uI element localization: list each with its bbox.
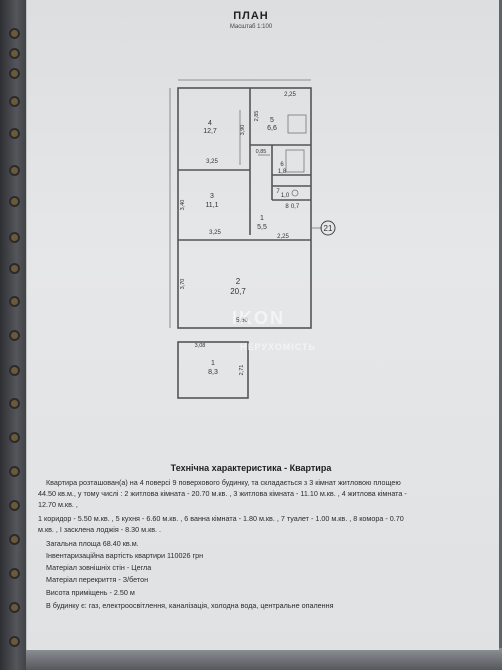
room-6-number: 6: [280, 162, 284, 168]
toilet-icon: [291, 189, 299, 197]
spec-line: В будинку є: газ, електроосвітлення, кан…: [46, 601, 334, 610]
dim-label: 5,60: [236, 318, 248, 324]
binder-hole: [9, 263, 20, 274]
room-1-area: 5,5: [257, 224, 267, 231]
binder-hole: [9, 330, 20, 341]
spec-heading: Технічна характеристика - Квартира: [170, 463, 332, 473]
outer-wall: [177, 87, 312, 329]
document-sheet: [26, 0, 499, 650]
section-marker-label: 21: [324, 224, 333, 233]
binder-hole: [9, 398, 20, 409]
plan-walls: [177, 87, 312, 399]
binder-hole: [9, 196, 20, 207]
binder-hole: [9, 128, 20, 139]
kitchen-stove-icon: [287, 114, 307, 134]
binder-hole: [9, 96, 20, 107]
plan-scale: Масштаб 1:100: [229, 24, 273, 30]
bathtub-icon: [285, 149, 305, 173]
spec-line: Інвентаризаційна вартість квартири 11002…: [46, 551, 204, 560]
spec-line: м.кв. , І засклена лоджія - 8.30 м.кв. .: [38, 525, 162, 534]
dim-label: 0,85: [256, 149, 267, 155]
room-6-area: 1,8: [278, 169, 287, 175]
dim-label: 2,71: [239, 365, 245, 376]
spec-line: 1 коридор - 5.50 м.кв. , 5 кухня - 6.60 …: [38, 514, 404, 523]
plan-title: ПЛАН: [233, 10, 269, 22]
background-edge-bottom: [26, 648, 502, 670]
loggia-wall: [177, 341, 249, 399]
room-5-area: 6,6: [267, 125, 277, 132]
binder-hole: [9, 636, 20, 647]
dim-label: 3,25: [206, 159, 218, 165]
binder-hole: [9, 466, 20, 477]
binder-hole: [9, 28, 20, 39]
watermark-caption: НЕРУХОМІСТЬ: [240, 342, 316, 352]
spec-line: Матеріал перекриття - З/бетон: [46, 575, 149, 584]
room-5-number: 5: [270, 117, 274, 124]
section-marker: [320, 220, 336, 236]
binder-hole: [9, 296, 20, 307]
loggia-number: 1: [211, 360, 215, 367]
dim-label: 2,85: [254, 111, 260, 122]
binder-hole: [9, 165, 20, 176]
room-4-number: 4: [208, 120, 212, 127]
binder-hole: [9, 48, 20, 59]
dim-label: 3,25: [209, 230, 221, 236]
binder-hole: [9, 534, 20, 545]
spec-line: Висота приміщень - 2.50 м: [46, 588, 135, 597]
dim-label: 2,25: [284, 92, 296, 98]
room-7-number: 7: [276, 189, 280, 195]
room-2-area: 20,7: [230, 287, 246, 296]
dim-label: 3,90: [240, 125, 246, 136]
dim-label: 3,40: [180, 200, 186, 211]
room-8-number: 8: [285, 204, 289, 210]
binder-strip: [0, 0, 30, 670]
binder-hole: [9, 568, 20, 579]
dim-label: 2,25: [277, 234, 289, 240]
binder-hole: [9, 602, 20, 613]
spec-line: Квартира розташован(а) на 4 поверсі 9 по…: [46, 478, 401, 487]
binder-hole: [9, 68, 20, 79]
watermark-logo: IKON: [232, 308, 285, 328]
room-2-number: 2: [236, 277, 241, 286]
spec-line: 44.50 кв.м., у тому числі : 2 житлова кі…: [38, 489, 407, 498]
plan-details: [169, 79, 322, 328]
binder-hole: [9, 500, 20, 511]
room-3-area: 11,1: [205, 202, 218, 209]
room-1-number: 1: [260, 215, 264, 222]
spec-line: Загальна площа 68.40 кв.м.: [46, 539, 139, 548]
loggia-area: 8,3: [208, 369, 218, 376]
binder-hole: [9, 365, 20, 376]
room-4-area: 12,7: [203, 128, 217, 135]
dim-label: 3,70: [180, 279, 186, 290]
room-7-area: 1,0: [281, 193, 290, 199]
binder-hole: [9, 232, 20, 243]
room-3-number: 3: [210, 193, 214, 200]
binder-hole: [9, 432, 20, 443]
spec-line: Матеріал зовнішніх стін - Цегла: [46, 563, 152, 572]
dim-label: 3,08: [195, 343, 206, 349]
spec-line: 12.70 м.кв. ,: [38, 500, 78, 509]
room-8-area: 0,7: [291, 204, 300, 210]
